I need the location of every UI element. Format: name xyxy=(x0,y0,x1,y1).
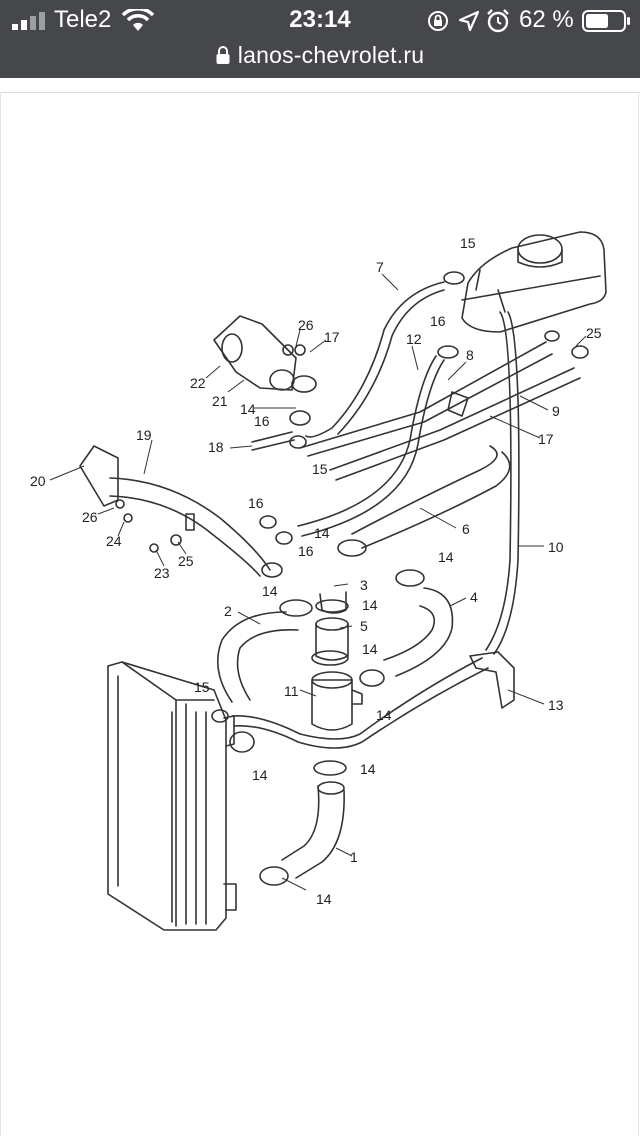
callout-3: 3 xyxy=(360,577,368,593)
callout-25-a: 25 xyxy=(586,325,602,341)
hose-2 xyxy=(216,611,299,703)
wifi-icon xyxy=(121,9,155,31)
callout-5: 5 xyxy=(360,618,368,634)
callout-14-b: 14 xyxy=(314,525,330,541)
content-divider xyxy=(0,92,640,93)
carrier-name: Tele2 xyxy=(54,6,112,33)
pipe-19 xyxy=(109,477,271,577)
callout-12: 12 xyxy=(406,331,422,347)
callout-8: 8 xyxy=(466,347,474,363)
callout-14-i: 14 xyxy=(360,761,376,777)
callout-9: 9 xyxy=(552,403,560,419)
callout-10: 10 xyxy=(548,539,564,555)
thermostat-housing xyxy=(311,591,363,731)
callout-6: 6 xyxy=(462,521,470,537)
hose-8 xyxy=(299,341,553,457)
browser-chrome: Tele2 23:14 62 % lanos xyxy=(0,0,640,78)
callout-22: 22 xyxy=(190,375,206,391)
hose-12 xyxy=(297,355,445,537)
battery-percentage: 62 % xyxy=(519,6,574,33)
expansion-tank xyxy=(461,231,607,333)
battery-icon xyxy=(582,10,630,32)
callout-23: 23 xyxy=(154,565,170,581)
callout-26-a: 26 xyxy=(298,317,314,333)
callout-14-a: 14 xyxy=(240,401,256,417)
callout-7: 7 xyxy=(376,259,384,275)
address-bar[interactable]: lanos-chevrolet.ru xyxy=(0,42,640,74)
callout-16-a: 16 xyxy=(430,313,446,329)
hose-4 xyxy=(383,587,454,677)
callout-13: 13 xyxy=(548,697,564,713)
callout-11: 11 xyxy=(284,683,299,699)
signal-bars-icon xyxy=(12,12,45,30)
callout-14-d: 14 xyxy=(262,583,278,599)
status-bar: Tele2 23:14 62 % xyxy=(0,0,640,42)
hose-clamps xyxy=(211,271,589,886)
callout-25-b: 25 xyxy=(178,553,194,569)
callout-4: 4 xyxy=(470,589,478,605)
callout-17-b: 17 xyxy=(538,431,554,447)
hose-10 xyxy=(485,311,520,655)
hose-18 xyxy=(251,431,295,451)
callout-2: 2 xyxy=(224,603,232,619)
hose-6 xyxy=(351,445,511,549)
callout-17-a: 17 xyxy=(324,329,340,345)
callout-24: 24 xyxy=(106,533,122,549)
right-border xyxy=(638,92,639,1136)
callout-16-c: 16 xyxy=(248,495,264,511)
callout-15-b: 15 xyxy=(312,461,328,477)
page-content xyxy=(0,78,640,1136)
lock-icon xyxy=(216,46,230,64)
callout-14-g: 14 xyxy=(376,707,392,723)
url-text: lanos-chevrolet.ru xyxy=(237,42,425,68)
callout-20: 20 xyxy=(30,473,46,489)
hose-1 xyxy=(281,785,345,879)
water-outlet-21 xyxy=(213,315,297,391)
flange-20 xyxy=(79,445,119,507)
radiator xyxy=(107,661,237,931)
callout-14-e: 14 xyxy=(362,597,378,613)
left-border xyxy=(0,92,1,1136)
callout-1: 1 xyxy=(350,849,358,865)
callout-21: 21 xyxy=(212,393,228,409)
callout-18: 18 xyxy=(208,439,224,455)
hose-7 xyxy=(305,281,445,438)
callout-14-f: 14 xyxy=(362,641,378,657)
alarm-icon xyxy=(487,9,509,33)
callout-19: 19 xyxy=(136,427,152,443)
callout-16-b: 16 xyxy=(254,413,270,429)
callout-16-d: 16 xyxy=(298,543,314,559)
callout-14-j: 14 xyxy=(316,891,332,907)
heater-return-hose xyxy=(231,657,489,749)
callout-15-c: 15 xyxy=(194,679,210,695)
hose-9 xyxy=(329,367,581,481)
callout-14-c: 14 xyxy=(438,549,454,565)
orientation-lock-icon xyxy=(428,11,448,31)
callout-14-h: 14 xyxy=(252,767,268,783)
callout-15-a: 15 xyxy=(460,235,476,251)
callout-26-b: 26 xyxy=(82,509,98,525)
clock: 23:14 xyxy=(289,6,351,33)
bracket-13 xyxy=(469,651,515,709)
location-arrow-icon xyxy=(458,10,480,32)
